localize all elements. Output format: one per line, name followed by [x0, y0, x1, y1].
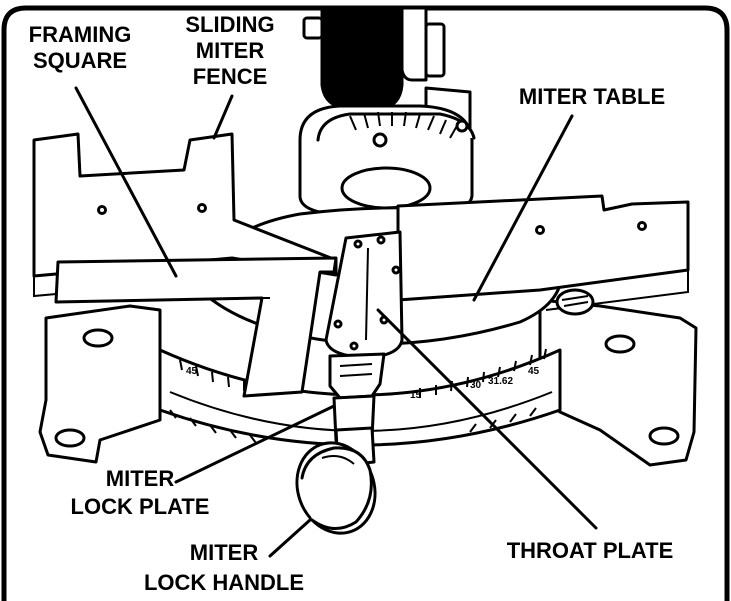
scale-right-45: 45	[528, 366, 540, 377]
label-framing-square-line1: FRAMING	[29, 22, 132, 47]
leader-miter-lock-handle	[268, 518, 312, 558]
scale-right-15: 15	[410, 390, 422, 401]
framing-square	[54, 256, 338, 398]
label-throat-plate: THROAT PLATE	[507, 538, 674, 563]
bevel-knob	[555, 288, 595, 316]
label-miter-lock-plate-line2: LOCK PLATE	[71, 494, 210, 519]
leader-lines	[74, 86, 598, 558]
label-sliding-fence-line3: FENCE	[193, 64, 268, 89]
scale-right-31-62: 31.62	[488, 376, 513, 387]
leader-miter-table	[472, 114, 574, 302]
label-sliding-fence-line1: SLIDING	[185, 12, 274, 37]
label-miter-table: MITER TABLE	[519, 84, 665, 109]
leader-throat-plate	[376, 308, 598, 530]
label-framing-square-line2: SQUARE	[33, 48, 127, 73]
scale-left-45: 45	[186, 366, 198, 377]
sliding-miter-fence-left	[32, 132, 338, 278]
bevel-dial	[298, 104, 476, 216]
label-miter-lock-handle-line1: MITER	[190, 540, 259, 565]
label-sliding-fence-line2: MITER	[196, 38, 265, 63]
leader-framing-square	[74, 86, 178, 278]
label-miter-lock-plate-line1: MITER	[106, 466, 175, 491]
miter-fence-right	[396, 194, 690, 302]
leader-miter-lock-plate	[174, 404, 336, 484]
label-miter-lock-handle-line2: LOCK HANDLE	[144, 570, 304, 595]
miter-lock-handle	[295, 426, 377, 535]
leader-sliding-fence	[212, 94, 234, 140]
scale-right-30: 30	[470, 380, 482, 391]
